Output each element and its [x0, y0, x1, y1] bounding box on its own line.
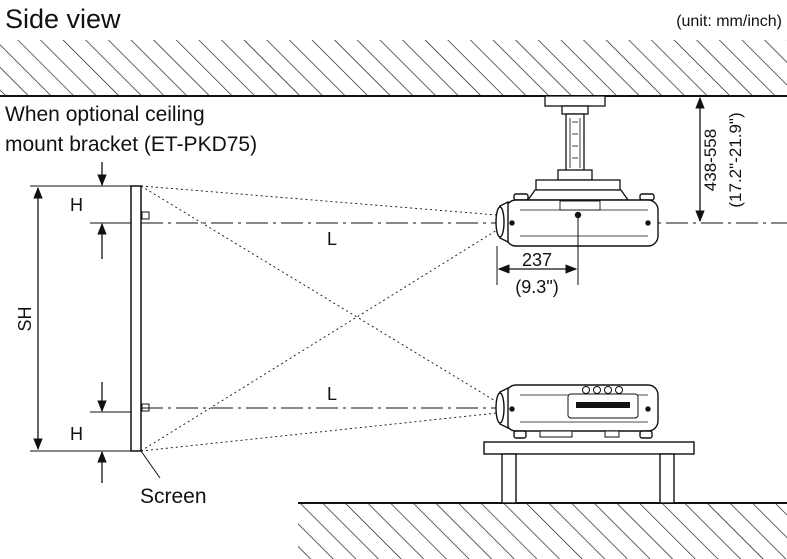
table: [483, 441, 695, 504]
unit-note: (unit: mm/inch): [676, 13, 782, 30]
projection-beams: [140, 185, 498, 452]
l-label-bottom: L: [327, 384, 337, 404]
sh-dimension: [30, 185, 125, 452]
diagram-title: Side view: [5, 4, 121, 34]
ceiling-distance-mm: 438-558: [701, 129, 720, 191]
sh-label: SH: [15, 306, 35, 331]
ceiling: [0, 40, 787, 97]
screen: [130, 185, 161, 479]
offset-mm: 237: [522, 250, 552, 270]
projector-ceiling: [495, 193, 659, 247]
projector-floor: [495, 384, 659, 439]
offset-dimension: [496, 218, 579, 285]
floor: [298, 502, 787, 559]
offset-inch: (9.3"): [515, 277, 558, 297]
h-label-top: H: [70, 195, 83, 215]
screen-label: Screen: [140, 485, 207, 508]
l-label-top: L: [327, 229, 337, 249]
caption-line-1: When optional ceiling: [5, 103, 205, 126]
ceiling-distance-inch: (17.2"-21.9"): [726, 112, 745, 207]
ceiling-mount-bracket: [526, 95, 630, 201]
caption-line-2: mount bracket (ET-PKD75): [5, 133, 257, 156]
h-label-bottom: H: [70, 424, 83, 444]
